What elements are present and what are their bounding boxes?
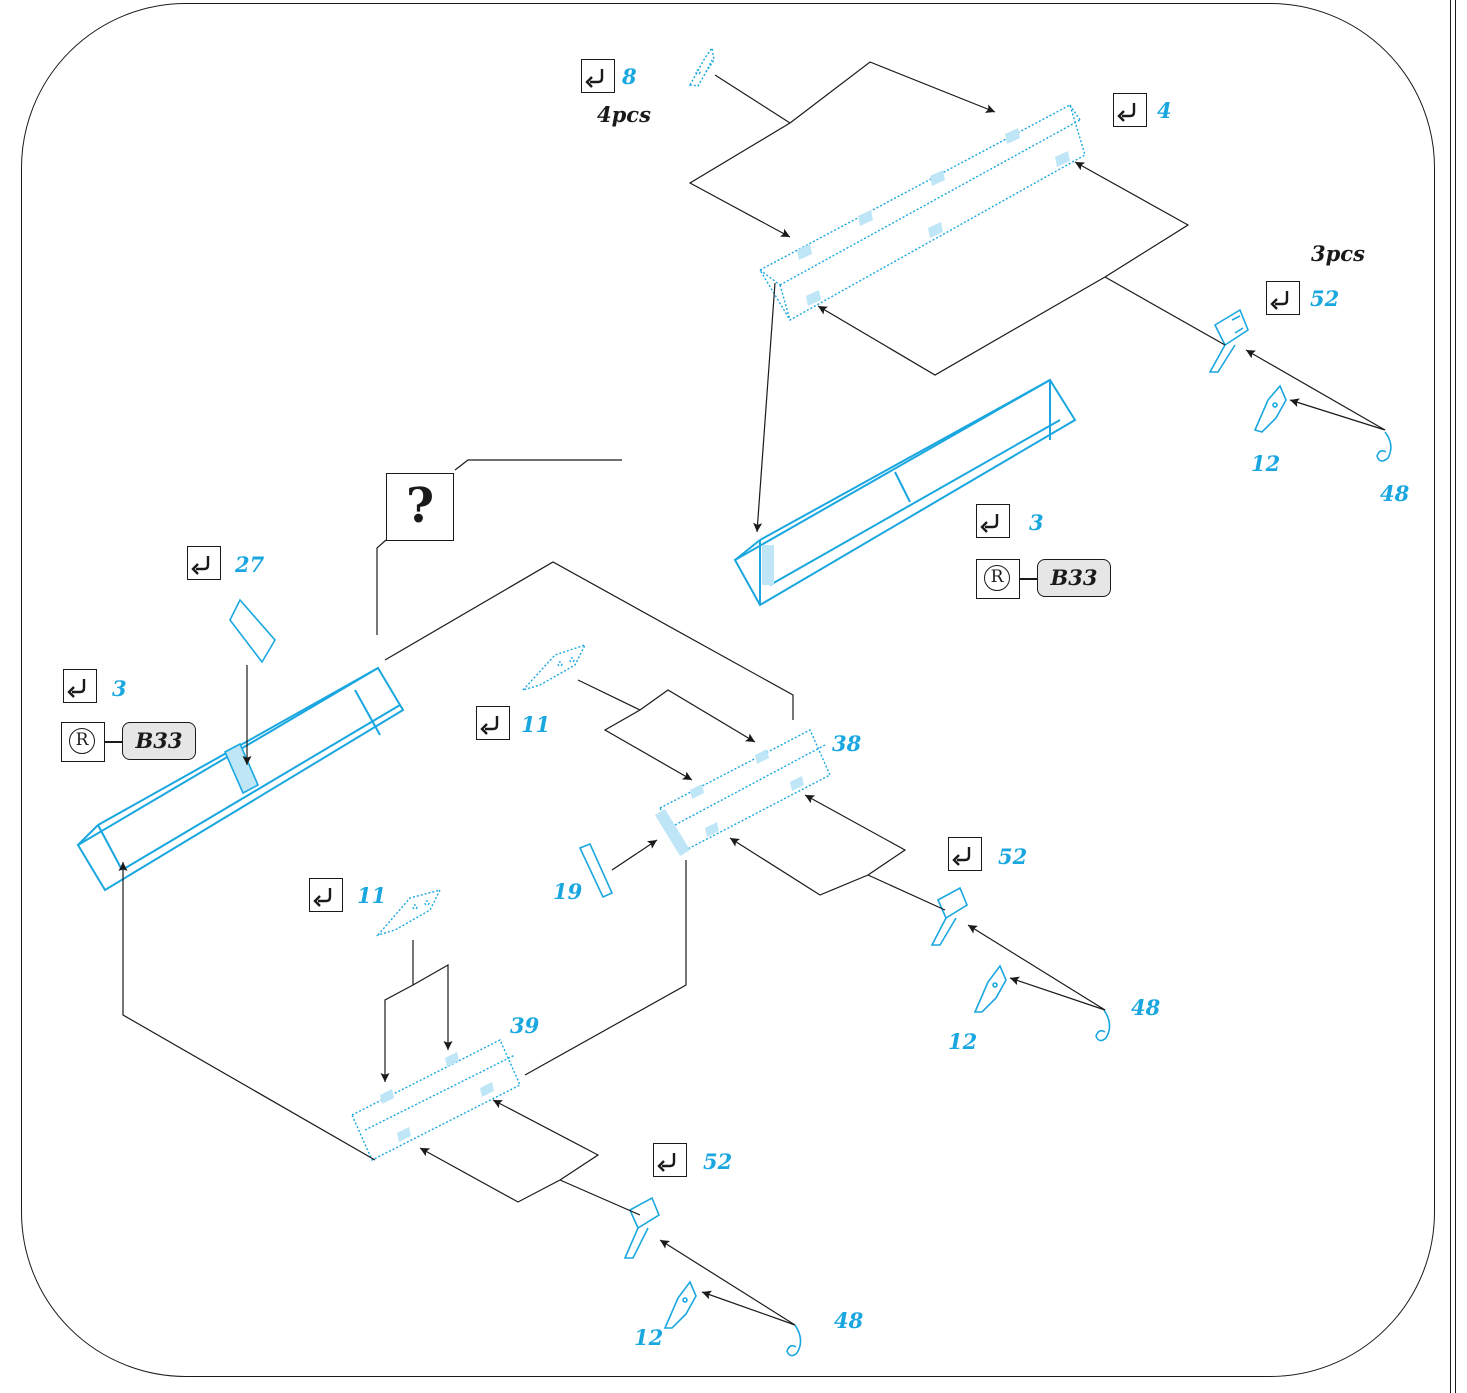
- part-27-piece: [229, 598, 276, 664]
- part-label-39: 39: [510, 1013, 540, 1038]
- resin-icon-box: R: [61, 722, 105, 762]
- connector-lines: [118, 459, 794, 1161]
- part-label-27: 27: [235, 552, 265, 577]
- fold-icon: [476, 706, 510, 740]
- top-box-shading: [762, 545, 774, 585]
- hinge-assembly-top: [1208, 308, 1392, 462]
- part-label-11-low: 11: [357, 883, 387, 908]
- part-label-12-low: 12: [634, 1325, 664, 1350]
- page-edge-bar: [1450, 0, 1456, 1393]
- part-label-52-top: 52: [1310, 286, 1340, 311]
- part-label-3-top: 3: [1029, 510, 1044, 535]
- part-label-8: 8: [622, 64, 637, 89]
- part-38-tabs: [655, 749, 804, 856]
- rounded-frame: [21, 3, 1435, 1377]
- resin-icon-box: R: [976, 559, 1020, 599]
- fold-icon: [63, 669, 97, 703]
- hinge-assembly-low: [623, 1196, 802, 1357]
- part-label-12-top: 12: [1251, 451, 1281, 476]
- part-label-4: 4: [1157, 98, 1172, 123]
- quantity-4pcs: 4pcs: [597, 102, 651, 127]
- ref-connector: [105, 741, 123, 743]
- ref-badge-b33-top: B33: [1037, 559, 1111, 597]
- top-box-frame: [733, 378, 1077, 607]
- part-8-bracket: [688, 46, 715, 87]
- part-19-piece: [578, 842, 614, 899]
- quantity-3pcs: 3pcs: [1311, 241, 1365, 266]
- question-mark-box: ?: [386, 473, 454, 541]
- part-label-3-left: 3: [112, 676, 127, 701]
- fold-icon: [948, 837, 982, 871]
- resin-circle-r-icon: R: [69, 728, 95, 754]
- part-label-12-mid: 12: [948, 1029, 978, 1054]
- fold-icon: [187, 546, 221, 580]
- part-label-48-low: 48: [834, 1308, 864, 1333]
- part-11-mid-bracket: [520, 643, 587, 692]
- ref-connector: [1020, 578, 1038, 580]
- part-4-frame: [759, 103, 1086, 321]
- part-39-plate: [351, 1039, 521, 1161]
- lower-assembly-lines: [380, 940, 796, 1326]
- part-label-19: 19: [553, 879, 583, 904]
- fold-icon: [976, 504, 1010, 538]
- part-label-38: 38: [832, 731, 862, 756]
- part-38-plate: [659, 729, 831, 853]
- part-39-tabs: [380, 1052, 494, 1142]
- part-4-tabs: [797, 128, 1070, 306]
- fold-icon: [1266, 281, 1300, 315]
- part-label-52-low: 52: [703, 1149, 733, 1174]
- part-label-48-top: 48: [1380, 481, 1410, 506]
- part-11-low-bracket: [375, 888, 442, 937]
- middle-assembly-lines: [577, 679, 1106, 1011]
- fold-icon: [1113, 93, 1147, 127]
- fold-icon: [653, 1143, 687, 1177]
- part-label-52-mid: 52: [998, 844, 1028, 869]
- part-label-11-mid: 11: [521, 712, 551, 737]
- fold-icon: [309, 878, 343, 912]
- top-assembly-lines: [688, 61, 1386, 533]
- resin-circle-r-icon: R: [984, 565, 1010, 591]
- ref-badge-b33-left: B33: [122, 722, 196, 760]
- part-27-insert: [223, 742, 260, 795]
- fold-icon: [581, 59, 615, 93]
- part-label-48-mid: 48: [1131, 995, 1161, 1020]
- hinge-assembly-mid: [930, 886, 1111, 1042]
